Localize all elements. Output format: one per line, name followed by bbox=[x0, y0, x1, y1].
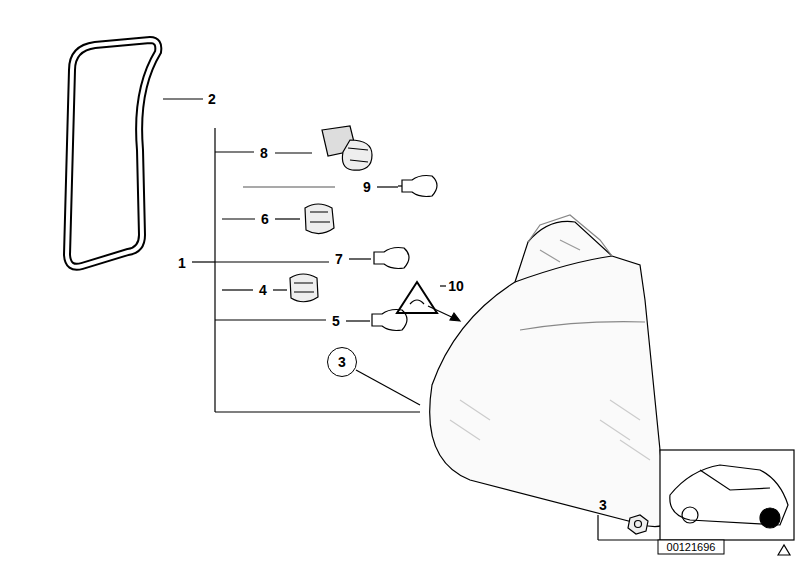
inset-frame bbox=[660, 450, 794, 540]
car-inset bbox=[670, 465, 788, 528]
bulb-socket bbox=[290, 274, 318, 302]
drawing-number: 00121696 bbox=[667, 542, 716, 553]
bulb-socket bbox=[322, 126, 372, 170]
bracket-line bbox=[214, 128, 215, 412]
bracket-line bbox=[215, 411, 420, 412]
callout-number: 8 bbox=[260, 146, 268, 160]
callout-number: 9 bbox=[363, 180, 371, 194]
leader-line bbox=[598, 539, 660, 540]
leader-line bbox=[597, 515, 598, 540]
callout-number: 6 bbox=[261, 212, 269, 226]
tail-lamp bbox=[430, 215, 668, 527]
bracket-line bbox=[222, 218, 255, 219]
leader-line bbox=[163, 98, 203, 99]
bracket-line bbox=[215, 319, 326, 320]
stray-line bbox=[243, 186, 335, 187]
callout-number: 10 bbox=[448, 279, 464, 293]
leader-line bbox=[349, 258, 371, 259]
leader-line bbox=[273, 289, 287, 290]
bulb bbox=[374, 248, 409, 269]
corner-mark bbox=[778, 545, 790, 555]
leader-line bbox=[346, 320, 370, 321]
callout-number: 4 bbox=[259, 283, 267, 297]
leader-line bbox=[356, 370, 420, 405]
leader-line bbox=[440, 285, 446, 286]
bulb bbox=[398, 176, 437, 197]
bracket-line bbox=[192, 261, 215, 262]
callout-number: 3 bbox=[338, 355, 346, 369]
callout-number: 3 bbox=[599, 498, 607, 512]
callout-number: 1 bbox=[178, 256, 186, 270]
warning-symbol bbox=[397, 282, 437, 313]
callout-circle: 3 bbox=[327, 347, 357, 377]
gasket-inner bbox=[67, 40, 158, 267]
leader-line bbox=[377, 186, 398, 187]
bracket-line bbox=[215, 151, 254, 152]
leader-line bbox=[275, 152, 312, 153]
bracket-line bbox=[215, 261, 329, 262]
id-frame bbox=[658, 540, 724, 554]
gasket bbox=[67, 40, 158, 267]
callout-number: 7 bbox=[335, 252, 343, 266]
bracket-line bbox=[222, 289, 253, 290]
nut bbox=[628, 515, 648, 534]
callout-number: 2 bbox=[208, 92, 216, 106]
leader-line bbox=[275, 218, 300, 219]
callout-number: 5 bbox=[332, 314, 340, 328]
bulb-socket bbox=[305, 204, 334, 234]
